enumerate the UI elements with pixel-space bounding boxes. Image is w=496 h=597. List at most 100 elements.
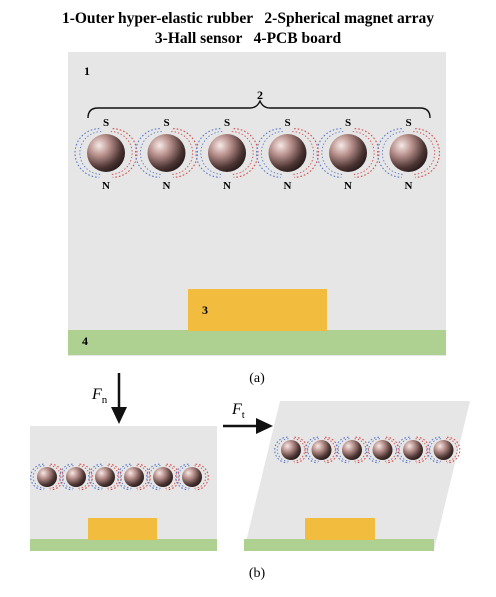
magnetic-field-line-right [294,128,319,178]
pcb-board-compressed [30,539,217,551]
magnet: SN [377,117,440,192]
magnet: SN [195,117,259,192]
magnetic-field-line-right-inner [107,465,120,489]
magnetic-field-line-right [355,436,369,464]
magnetic-field-line-left [274,436,288,464]
magnetic-field-line-right-inner [78,465,91,489]
spherical-magnet [281,440,301,460]
pole-label-south: S [224,117,230,129]
normal-force-subscript: n [102,394,108,406]
magnetic-field-line-left-inner [276,438,289,462]
magnetic-field-line-right-inner [49,465,62,489]
normal-force-arrow-head [111,407,127,424]
magnetic-field-line-right [446,436,461,464]
normal-force-symbol: F [91,386,102,403]
magnet: SN [74,117,138,192]
magnet: SN [316,117,380,192]
magnetic-field-line-right-inner [171,131,194,175]
magnetic-field-line-right [137,463,151,491]
normal-force-label: Fn [91,386,108,406]
spherical-magnet [153,467,173,487]
magnet [426,436,461,464]
magnetic-field-line-right-inner [293,438,306,462]
magnetic-field-line-left [135,128,160,178]
magnetic-field-line-left-inner [119,465,132,489]
magnetic-field-line-left [426,436,441,464]
magnetic-field-line-right-inner [413,131,436,175]
pole-label-south: S [405,117,411,129]
magnetic-field-line-right [50,463,64,491]
spherical-magnet [124,467,144,487]
magnet-array-compressed [30,463,209,491]
pcb-board-sheared [244,539,434,551]
magnetic-field-line-left [117,463,131,491]
magnetic-field-line-left-inner [337,438,350,462]
magnet [88,463,122,491]
magnetic-field-line-left-inner [429,438,442,462]
pole-label-north: N [163,180,171,192]
hall-sensor-compressed [88,518,157,540]
spherical-magnet [372,440,393,460]
hall-sensor-sheared [305,518,375,540]
magnetic-field-line-right [294,436,308,464]
pole-label-south: S [163,117,169,129]
rubber-number-label: 1 [84,64,90,78]
magnetic-field-line-right [324,436,339,464]
tangential-force-arrow-head [256,418,273,434]
sensor-number-label: 3 [202,303,208,317]
magnetic-field-line-right-inner [323,438,336,462]
spherical-magnet [403,440,423,460]
magnet [175,463,209,491]
magnetic-field-line-left-inner [177,465,190,489]
pole-label-south: S [103,117,109,129]
magnetic-field-line-right [108,463,122,491]
magnetic-field-line-right-inner [415,438,428,462]
spherical-magnet [87,134,125,172]
magnetic-field-line-left [59,463,73,491]
spherical-magnet [66,467,86,487]
pole-label-north: N [102,180,110,192]
magnetic-field-line-right-inner [194,465,207,489]
magnetic-field-line-left-inner [260,131,283,175]
magnetic-field-line-left-inner [90,465,103,489]
hall-sensor [188,289,327,331]
magnetic-field-line-right [166,463,180,491]
spherical-magnet [311,440,332,460]
magnet: SN [135,117,198,192]
magnetic-field-line-right-inner [292,131,315,175]
magnetic-field-line-left [256,128,281,178]
magnet [304,436,339,464]
magnetic-field-line-right-inner [165,465,178,489]
magnetic-field-line-left [30,463,44,491]
array-number-label: 2 [257,88,263,102]
magnetic-field-line-left-inner [79,131,102,175]
magnet [274,436,308,464]
magnetic-field-line-left [88,463,102,491]
pole-label-north: N [284,180,292,192]
spherical-magnet [37,467,57,487]
magnet [396,436,430,464]
magnetic-field-line-right [233,128,259,178]
pole-label-south: S [345,117,351,129]
pole-label-south: S [284,117,290,129]
pole-label-north: N [405,180,413,192]
magnetic-field-line-left-inner [381,131,404,175]
magnetic-field-line-right [415,128,440,178]
magnetic-field-line-right-inner [384,438,397,462]
magnetic-field-line-left [304,436,319,464]
magnetic-field-line-left [146,463,160,491]
spherical-magnet [433,440,454,460]
magnetic-field-line-right-inner [352,131,375,175]
magnetic-field-line-right [354,128,380,178]
magnetic-field-line-left [335,436,349,464]
magnetic-field-line-left [175,463,189,491]
magnet-array-sheared [274,436,461,464]
magnet-array-brace [87,99,431,119]
magnet [30,463,64,491]
magnetic-field-line-left-inner [368,438,381,462]
magnetic-field-line-right-inner [445,438,458,462]
